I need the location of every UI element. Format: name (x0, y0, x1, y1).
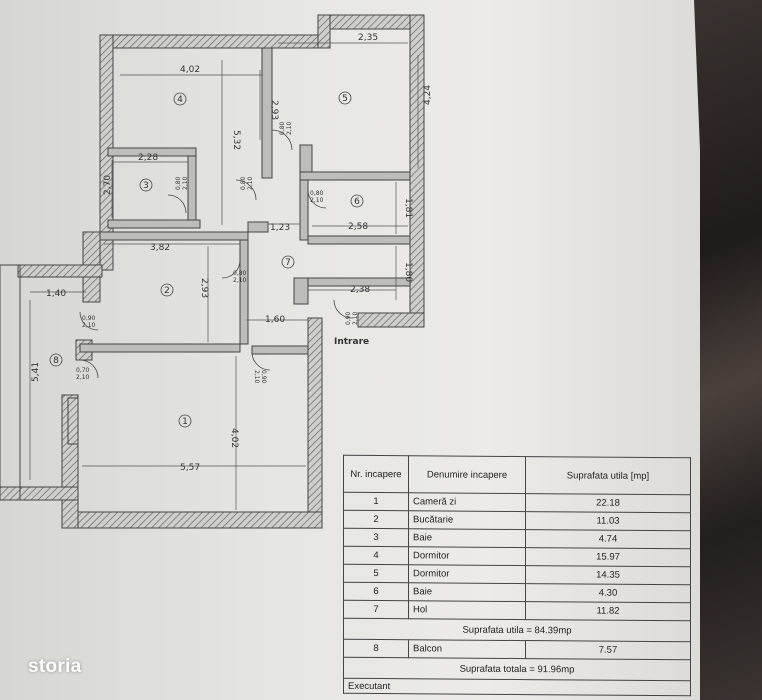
dim-2-58: 2,58 (348, 222, 368, 232)
room-2-label: 2 (164, 286, 170, 296)
table-row: 4 Dormitor 15.97 (343, 546, 691, 567)
table-row: 1 Cameră zi 22.18 (343, 492, 691, 513)
dim-1-40: 1,40 (46, 289, 66, 299)
grand-total-row: Suprafata totala = 91.96mp (343, 657, 691, 681)
dim-3-82: 3,82 (150, 243, 170, 253)
header-name: Denumire incapere (408, 455, 526, 494)
executant-row: Executant (343, 678, 691, 696)
svg-text:0,70: 0,70 (76, 367, 90, 374)
dim-2-93-mid: 2,93 (199, 278, 209, 298)
svg-text:2,10: 2,10 (182, 176, 189, 190)
room-markers (49, 91, 364, 428)
dim-1-23: 1,23 (270, 223, 290, 233)
dim-4-02-top: 4,02 (180, 65, 200, 75)
dim-2-28: 2,28 (138, 153, 158, 163)
table-row: 6 Baie 4.30 (343, 582, 691, 603)
room-area-table: Nr. incapere Denumire incapere Suprafata… (343, 455, 691, 696)
dimension-lines (29, 42, 419, 510)
room-6-label: 6 (354, 197, 360, 207)
dimension-labels: 4,02 2,35 4,24 2,93 5,32 2,28 2,70 1,23 … (31, 33, 433, 473)
room-8-label: 8 (53, 356, 59, 366)
marble-background (690, 0, 762, 700)
dim-2-93-top: 2,93 (269, 100, 279, 120)
room-1-label: 1 (182, 417, 188, 427)
svg-text:0,90: 0,90 (345, 311, 352, 325)
svg-text:0,90: 0,90 (82, 315, 96, 322)
grand-total: Suprafata totala = 91.96mp (343, 657, 691, 681)
door-arcs (79, 129, 353, 379)
executant-label: Executant (343, 678, 691, 696)
svg-text:0,80: 0,80 (310, 190, 324, 197)
table-row: 5 Dormitor 14.35 (343, 564, 691, 585)
dim-2-35: 2,35 (358, 33, 378, 43)
svg-text:0,80: 0,80 (175, 176, 182, 190)
room-3-label: 3 (143, 181, 149, 191)
header-no: Nr. incapere (343, 455, 409, 493)
dim-4-24: 4,24 (423, 85, 433, 105)
dim-4-02-bottom: 4,02 (229, 428, 239, 448)
svg-text:2,10: 2,10 (286, 121, 293, 135)
header-area: Suprafata utila [mp] (525, 456, 691, 495)
svg-text:0,80: 0,80 (279, 121, 286, 135)
svg-text:0,80: 0,80 (233, 270, 247, 277)
usable-total: Suprafata utila = 84.39mp (343, 618, 691, 642)
table-row: 3 Baie 4.74 (343, 528, 691, 549)
dim-5-32: 5,32 (231, 130, 241, 150)
svg-text:2,10: 2,10 (76, 374, 90, 381)
usable-total-row: Suprafata utila = 84.39mp (343, 618, 691, 642)
room-4-label: 4 (177, 95, 183, 105)
room-5-label: 5 (342, 94, 348, 104)
table-header-row: Nr. incapere Denumire incapere Suprafata… (343, 455, 691, 495)
svg-text:2,10: 2,10 (352, 311, 359, 325)
dim-1-81: 1,81 (403, 198, 413, 218)
room-7-label: 7 (285, 258, 291, 268)
exterior-walls (0, 14, 425, 529)
interior-walls (79, 47, 411, 355)
balcony-row: 8 Balcon 7.57 (343, 639, 691, 660)
dim-2-70: 2,70 (103, 175, 113, 195)
dim-5-57: 5,57 (180, 463, 200, 473)
svg-text:2,10: 2,10 (82, 322, 96, 329)
svg-text:0,80: 0,80 (240, 176, 247, 190)
storia-watermark: storia (28, 656, 82, 677)
table-row: 7 Hol 11.82 (343, 600, 691, 621)
svg-text:2,10: 2,10 (310, 197, 324, 204)
svg-text:2,10: 2,10 (233, 277, 247, 284)
table-row: 2 Bucătarie 11.03 (343, 510, 691, 531)
room-numbers: 1 2 3 4 5 6 7 8 (53, 94, 360, 427)
entrance-label: Intrare (334, 337, 369, 347)
dim-5-41: 5,41 (31, 362, 41, 382)
dim-1-80: 1,80 (403, 262, 413, 282)
svg-text:2,10: 2,10 (253, 370, 260, 384)
svg-text:0,90: 0,90 (260, 370, 267, 384)
dim-2-38: 2,38 (350, 285, 370, 295)
svg-text:2,10: 2,10 (247, 176, 254, 190)
dim-1-60: 1,60 (265, 315, 285, 325)
